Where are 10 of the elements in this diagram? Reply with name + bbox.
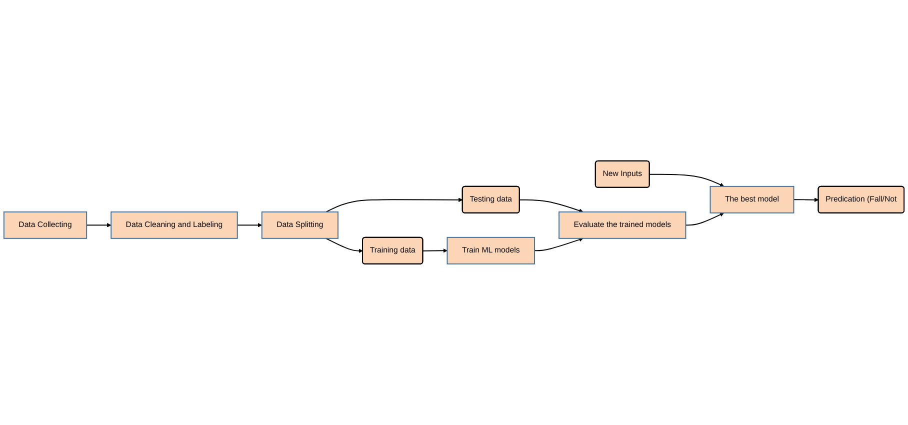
- arrow: [422, 248, 448, 253]
- arrow: [236, 223, 262, 228]
- arrow: [649, 174, 724, 187]
- arrow: [326, 238, 363, 254]
- arrow: [685, 212, 724, 226]
- arrow: [793, 198, 819, 202]
- arrow: [326, 198, 463, 212]
- arrow: [86, 223, 112, 228]
- arrow: [519, 199, 584, 213]
- arrow: [534, 238, 584, 252]
